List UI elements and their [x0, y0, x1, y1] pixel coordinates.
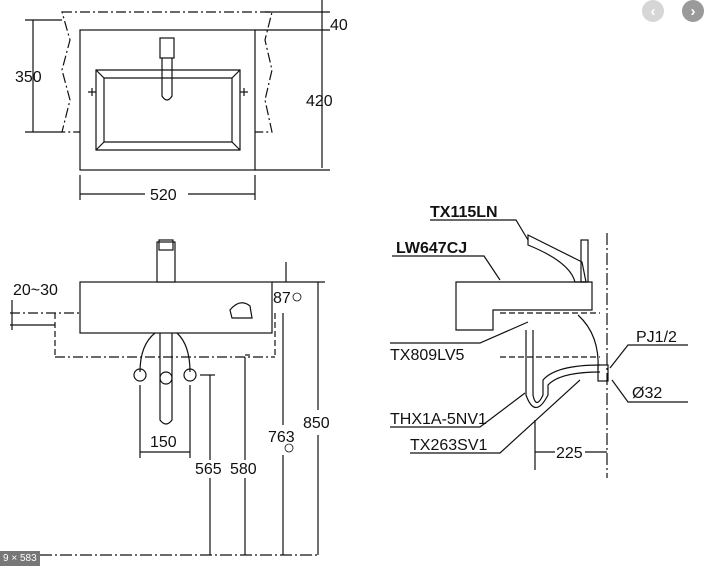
dim-565: 565 — [195, 461, 222, 478]
dim-40: 40 — [330, 17, 348, 34]
image-size-badge: 9 × 583 — [0, 551, 40, 566]
chevron-left-icon: ‹ — [650, 2, 656, 20]
dim-225: 225 — [556, 445, 583, 462]
front-view — [10, 239, 325, 556]
dim-20-30: 20~30 — [13, 282, 58, 299]
label-pipe-diameter: Ø32 — [632, 385, 662, 402]
dim-850: 850 — [303, 415, 330, 432]
label-wall-pipe: TX263SV1 — [410, 437, 487, 454]
side-view — [390, 219, 688, 478]
chevron-right-icon: › — [690, 2, 696, 20]
label-basin: LW647CJ — [396, 240, 467, 257]
label-faucet: TX115LN — [430, 204, 498, 221]
dim-150: 150 — [150, 434, 177, 451]
label-trap: THX1A-5NV1 — [390, 411, 487, 428]
dim-520: 520 — [150, 187, 177, 204]
dim-87: 87 — [273, 290, 291, 307]
label-valve: PJ1/2 — [636, 329, 677, 346]
next-image-button[interactable]: › — [682, 0, 704, 22]
dim-580: 580 — [230, 461, 257, 478]
label-drain: TX809LV5 — [390, 347, 465, 364]
dim-420: 420 — [306, 93, 333, 110]
top-view — [25, 0, 330, 200]
dim-763: 763 — [268, 429, 295, 446]
dim-350: 350 — [15, 69, 42, 86]
previous-image-button[interactable]: ‹ — [642, 0, 664, 22]
